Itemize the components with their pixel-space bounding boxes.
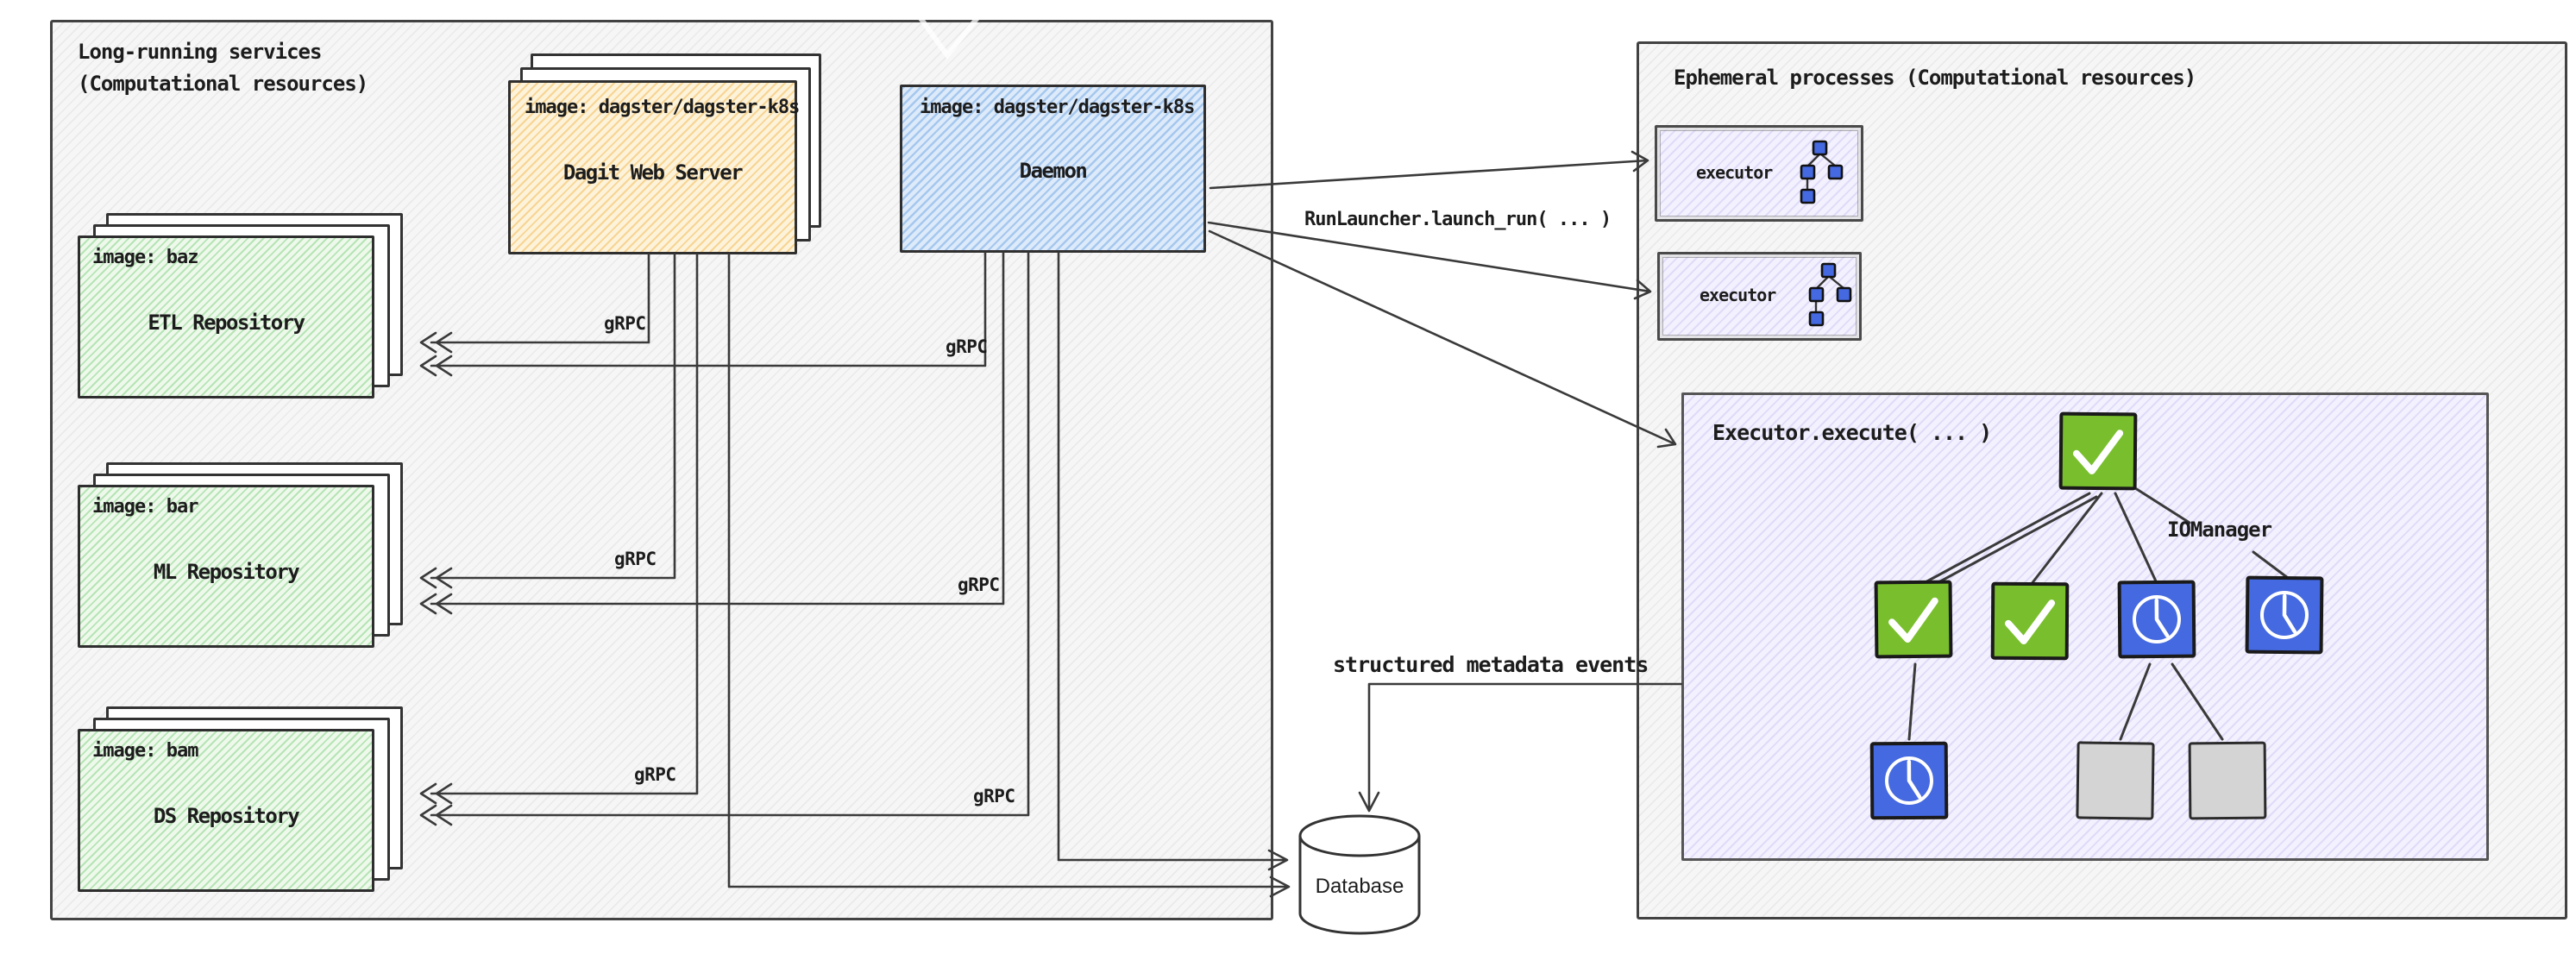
dagit-image-label: image: dagster/dagster-k8s (525, 97, 800, 118)
grpc-wires (419, 150, 1683, 898)
step-node-child-4-in-progress (2245, 575, 2324, 655)
dagit-web-server-box (508, 80, 797, 254)
daemon-box (900, 85, 1206, 253)
etl-repo-image-label: image: baz (92, 247, 198, 268)
executor-label-1: executor (1696, 162, 1773, 183)
ml-repo-name: ML Repository (153, 560, 300, 584)
left-panel-title-line1: Long-running services (78, 40, 322, 64)
ml-repo-image-label: image: bar (92, 496, 198, 518)
database-cylinder (1298, 814, 1421, 935)
daemon-image-label: image: dagster/dagster-k8s (920, 97, 1195, 118)
clock-icon (1885, 756, 1934, 806)
step-node-grandchild-3-not-started (2188, 741, 2267, 820)
step-node-root-success (2058, 411, 2138, 491)
execution-tree-edges (1907, 485, 2290, 741)
step-node-child-3-in-progress (2117, 580, 2196, 659)
sketch-watermark (914, 9, 986, 60)
check-icon (1888, 597, 1938, 643)
ds-repo-box (78, 729, 374, 892)
daemon-name: Daemon (1019, 159, 1088, 183)
right-panel-title: Ephemeral processes (Computational resou… (1674, 66, 2196, 90)
left-panel-title: Long-running services (Computational res… (78, 36, 368, 100)
dagit-name: Dagit Web Server (562, 160, 744, 185)
ds-repo-image-label: image: bam (92, 740, 198, 762)
check-icon (2004, 599, 2056, 644)
ds-repo-name: DS Repository (153, 804, 300, 828)
executor-box-1 (1655, 125, 1863, 222)
step-node-child-2-success (1990, 581, 2070, 661)
clock-icon (2133, 595, 2181, 643)
ml-repo-box (78, 485, 374, 648)
executor-label-2: executor (1700, 285, 1776, 305)
etl-repo-box (78, 235, 374, 399)
dag-icon (1800, 140, 1844, 204)
check-icon (2072, 430, 2124, 474)
clock-icon (2260, 591, 2309, 639)
etl-repo-name: ETL Repository (148, 311, 305, 335)
step-node-child-1-success (1874, 580, 1953, 659)
executor-execute-title: Executor.execute( ... ) (1712, 420, 1992, 445)
left-panel-title-line2: (Computational resources) (78, 72, 368, 96)
step-node-grandchild-1-in-progress (1869, 741, 1949, 820)
dag-icon (1808, 262, 1852, 327)
step-node-grandchild-2-not-started (2076, 741, 2155, 820)
